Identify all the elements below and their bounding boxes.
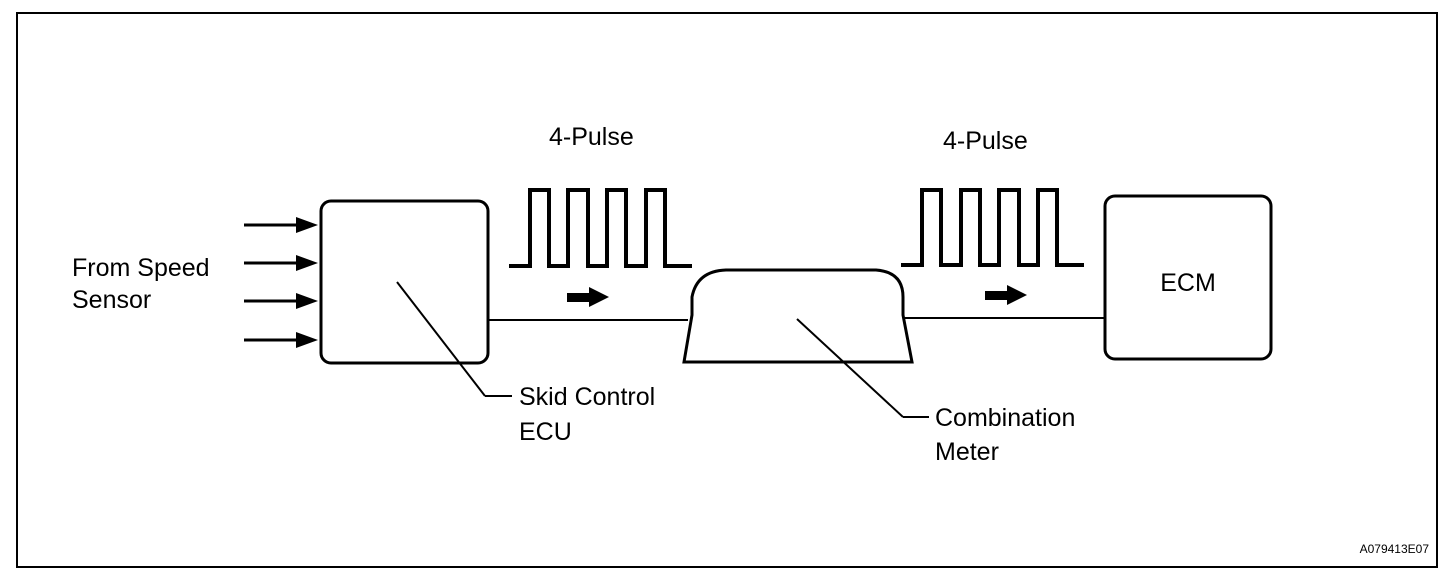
pulse-waveform-left (509, 188, 692, 268)
from-speed-sensor-label-line1: From Speed (72, 254, 210, 282)
pulse-waveform-right (901, 188, 1084, 267)
combination-meter-label-line2: Meter (935, 438, 999, 466)
ecm-box (1103, 194, 1273, 361)
skid-control-ecu-label-line1: Skid Control (519, 383, 655, 411)
pulse-label-right: 4-Pulse (943, 127, 1028, 155)
combination-meter-shape (682, 268, 914, 364)
skid-control-ecu-label-line2: ECU (519, 418, 572, 446)
figure-frame (16, 12, 1438, 568)
direction-arrow-right (985, 285, 1027, 305)
skid-control-ecu-box (319, 199, 490, 365)
direction-arrow-left (567, 287, 609, 307)
combination-meter-label-line1: Combination (935, 404, 1075, 432)
from-speed-sensor-label-line2: Sensor (72, 286, 151, 314)
sensor-input-arrows (244, 217, 318, 348)
combination-meter-leader (796, 318, 904, 418)
ecm-label: ECM (1160, 269, 1216, 297)
figure-code: A079413E07 (1360, 542, 1430, 556)
pulse-label-left: 4-Pulse (549, 123, 634, 151)
skid-control-ecu-leader (396, 281, 486, 397)
